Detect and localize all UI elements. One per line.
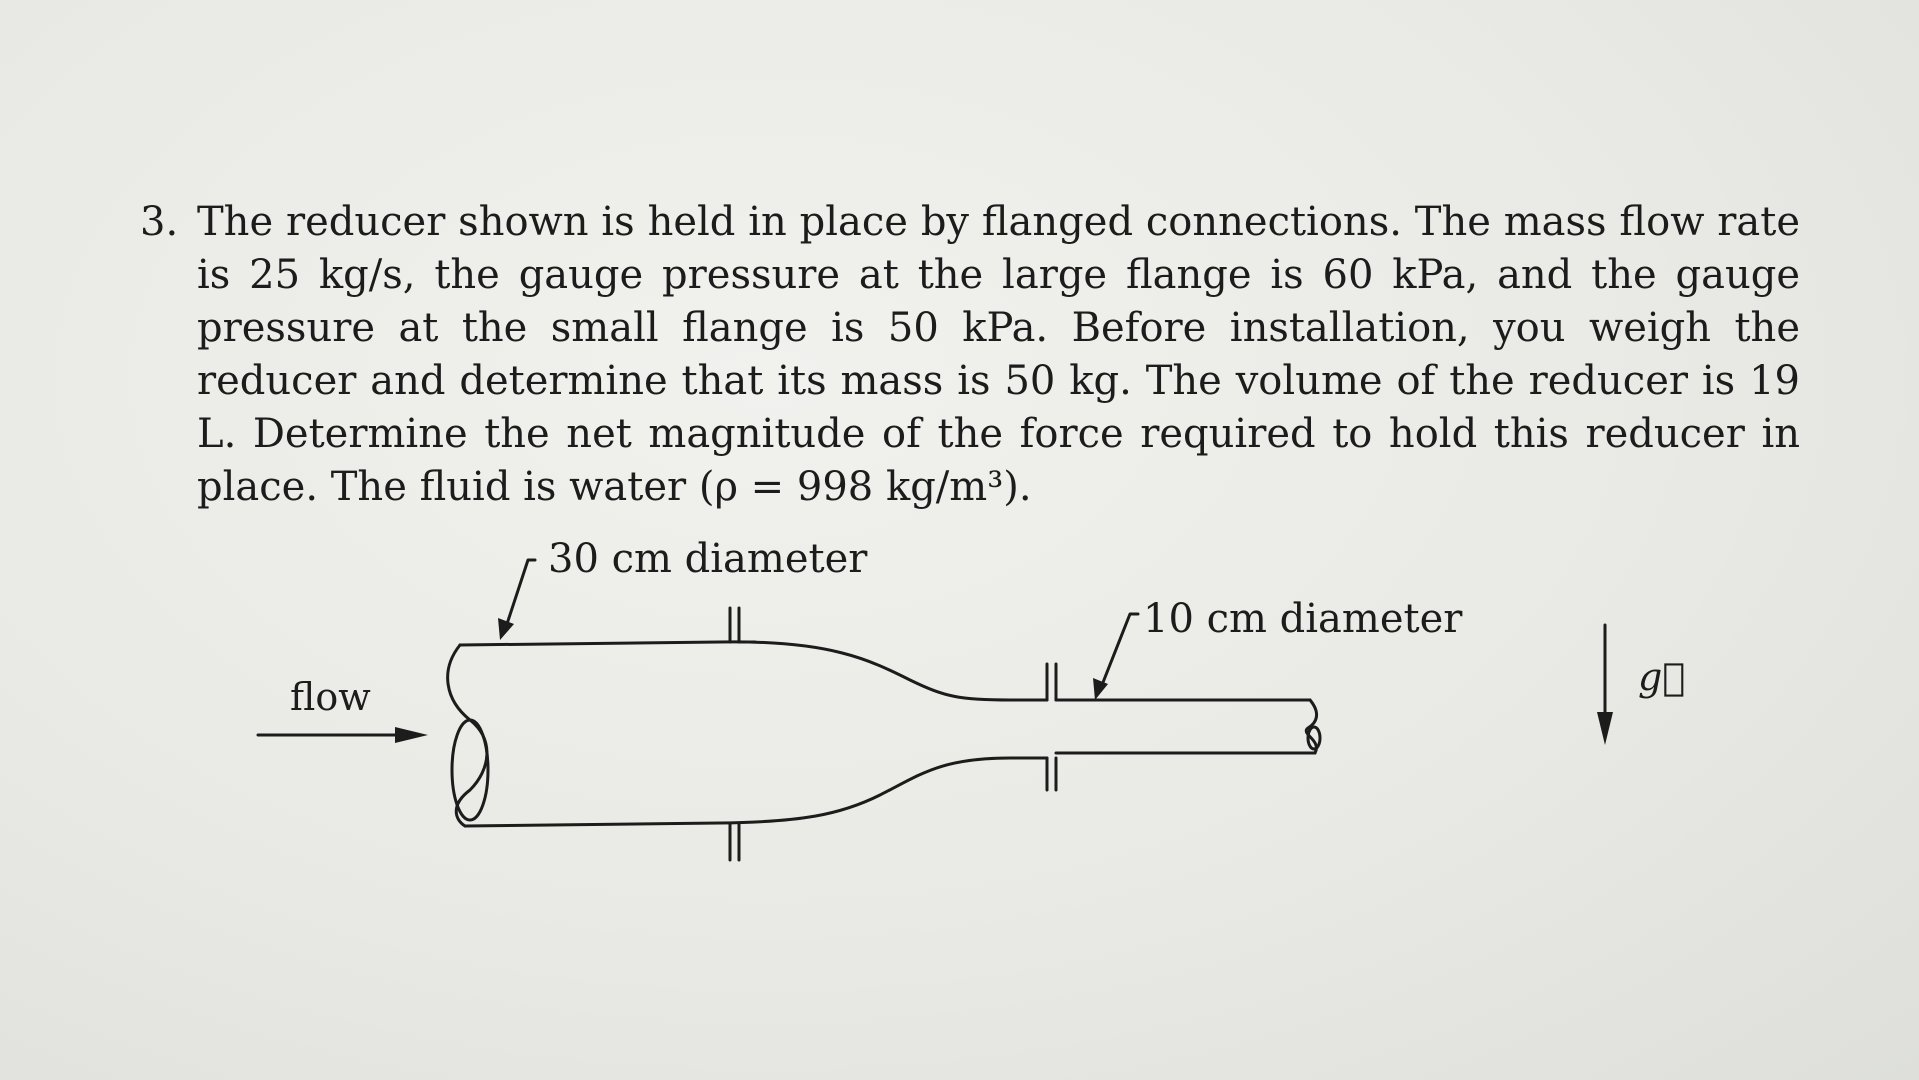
large-diameter-arrowhead: [498, 618, 514, 640]
small-diameter-leader: [1098, 612, 1140, 692]
inlet-break-ellipse: [450, 718, 490, 822]
inlet-break-line: [446, 643, 489, 828]
large-flange: [728, 606, 757, 862]
problem-text: The reducer shown is held in place by fl…: [197, 199, 1800, 510]
reducer-lower-wall: [463, 756, 1042, 828]
problem-number: 3.: [140, 199, 179, 245]
gravity-arrow-head: [1597, 712, 1613, 745]
problem-statement: 3. The reducer shown is held in place by…: [140, 196, 1800, 514]
outlet-break-ellipse: [1306, 725, 1322, 751]
small-diameter-label: 10 cm diameter: [1143, 596, 1463, 642]
large-diameter-label: 30 cm diameter: [548, 536, 868, 582]
reducer-upper-wall: [458, 640, 1042, 702]
outlet-break-line: [1304, 698, 1318, 755]
flow-arrow-head: [395, 727, 428, 743]
small-diameter-arrowhead: [1093, 678, 1108, 700]
gravity-label: g⃗: [1638, 655, 1685, 699]
small-flange: [1028, 662, 1058, 792]
flow-label: flow: [290, 675, 371, 719]
large-diameter-leader: [503, 558, 537, 632]
